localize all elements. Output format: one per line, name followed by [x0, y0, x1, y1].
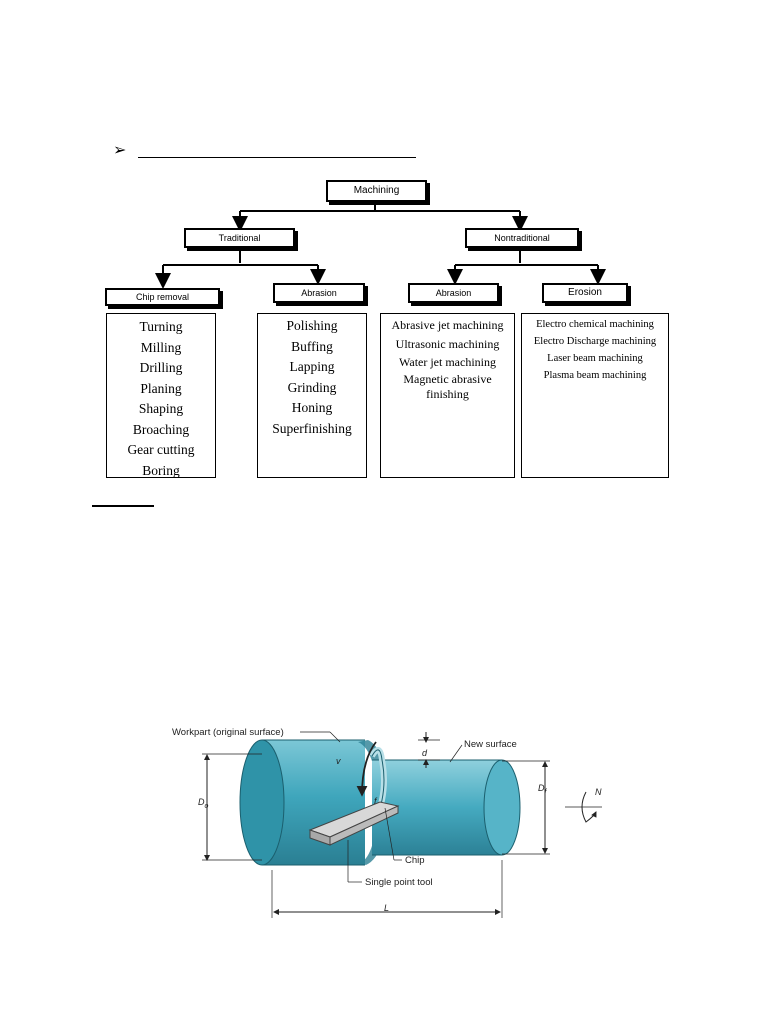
nontraditional-node: Nontraditional	[465, 228, 579, 248]
abrasion-traditional-node: Abrasion	[273, 283, 365, 303]
list-item: Milling	[140, 339, 182, 355]
list-item: finishing	[426, 386, 469, 401]
list-item: Magnetic abrasive	[403, 371, 492, 386]
feed-label: f	[374, 796, 377, 806]
new-surface-cylinder	[372, 760, 502, 855]
section-underline	[92, 505, 154, 507]
machining-node: Machining	[326, 180, 427, 202]
tool-label: Single point tool	[365, 877, 433, 888]
list-item: Lapping	[289, 359, 335, 374]
list-item: Planing	[140, 380, 182, 396]
heading-underline	[138, 157, 416, 158]
list-item: Buffing	[291, 338, 333, 354]
new-surface-label: New surface	[464, 739, 517, 750]
abrasion-nontraditional-list: Abrasive jet machining Ultrasonic machin…	[380, 313, 515, 478]
erosion-node: Erosion	[542, 283, 628, 303]
list-item: Drilling	[139, 360, 183, 375]
list-item: Broaching	[132, 421, 190, 437]
list-item: Gear cutting	[127, 442, 195, 457]
abrasion-traditional-list: Polishing Buffing Lapping Grinding Honin…	[257, 313, 367, 478]
chip-removal-list: Turning Milling Drilling Planing Shaping…	[106, 313, 216, 478]
list-item: Boring	[142, 462, 180, 478]
list-item: Plasma beam machining	[543, 370, 647, 381]
list-item: Abrasive jet machining	[391, 318, 504, 332]
turning-diagram	[202, 731, 602, 918]
list-item: Polishing	[286, 318, 338, 333]
list-item: Ultrasonic machining	[395, 336, 500, 351]
tree-connectors	[155, 202, 606, 289]
erosion-list: Electro chemical machining Electro Disch…	[521, 313, 669, 478]
list-item: Turning	[139, 319, 183, 334]
original-diameter-label: Do	[198, 797, 209, 810]
list-item: Electro Discharge machining	[533, 336, 657, 347]
traditional-node: Traditional	[184, 228, 295, 248]
list-item: Water jet machining	[399, 355, 496, 369]
list-item: Laser beam machining	[547, 353, 643, 364]
length-label: L	[384, 903, 390, 913]
list-item: Honing	[291, 400, 333, 415]
depth-label: d	[422, 748, 428, 758]
workpart-label: Workpart (original surface)	[172, 727, 284, 738]
speed-label: v	[336, 756, 341, 766]
list-item: Superfinishing	[272, 420, 352, 436]
chip-label: Chip	[405, 855, 425, 866]
abrasion-nontraditional-node: Abrasion	[408, 283, 499, 303]
list-item: Grinding	[287, 379, 337, 395]
list-item: Shaping	[138, 401, 184, 416]
bullet-marker: ➢	[113, 140, 127, 159]
rotation-label: N	[595, 787, 602, 797]
final-diameter-label: Df	[538, 783, 547, 796]
chip-removal-node: Chip removal	[105, 288, 220, 306]
list-item: Electro chemical machining	[536, 319, 654, 330]
